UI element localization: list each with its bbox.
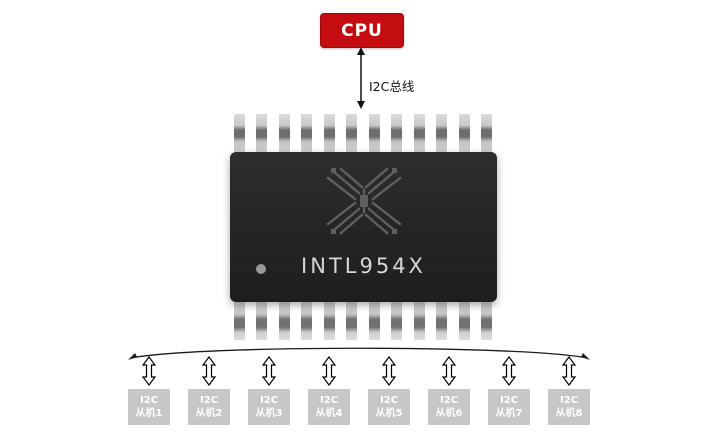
chip-pin <box>458 302 470 340</box>
chip-body: INTL954X <box>230 152 497 302</box>
cpu-label: CPU <box>341 20 383 41</box>
chip-pin <box>368 302 380 340</box>
double-arrow-icon <box>322 356 336 386</box>
chip-pin <box>301 302 313 340</box>
slave-box-4: I2C 从机4 <box>308 389 350 425</box>
bus-connector-line <box>128 347 590 360</box>
chip-pin <box>413 302 425 340</box>
slave-box-8: I2C 从机8 <box>548 389 590 425</box>
slave-cell-5: I2C 从机5 <box>368 356 410 425</box>
slave-label-line2: 从机2 <box>195 408 223 419</box>
slave-box-7: I2C 从机7 <box>488 389 530 425</box>
slave-label-line1: I2C <box>379 395 399 406</box>
slave-box-1: I2C 从机1 <box>128 389 170 425</box>
slave-label-line1: I2C <box>319 395 339 406</box>
slave-label-line2: 从机7 <box>495 408 523 419</box>
slave-cell-2: I2C 从机2 <box>188 356 230 425</box>
slave-label-line1: I2C <box>259 395 279 406</box>
chip-pin <box>436 114 448 152</box>
cpu-box: CPU <box>320 13 404 48</box>
slave-cell-3: I2C 从机3 <box>248 356 290 425</box>
slave-cell-6: I2C 从机6 <box>428 356 470 425</box>
chip-pin <box>480 302 492 340</box>
double-arrow-icon <box>262 356 276 386</box>
slave-label-line2: 从机4 <box>315 408 343 419</box>
cpu-chip-arrow-icon <box>357 47 365 109</box>
slave-label-line2: 从机8 <box>555 408 583 419</box>
slave-box-3: I2C 从机3 <box>248 389 290 425</box>
chip-pin <box>413 114 425 152</box>
chip-label: INTL954X <box>301 254 426 278</box>
chip-pin <box>458 114 470 152</box>
chip-pin <box>323 302 335 340</box>
double-arrow-icon <box>562 356 576 386</box>
chip-pin <box>346 114 358 152</box>
slave-box-5: I2C 从机5 <box>368 389 410 425</box>
chip-pin <box>278 302 290 340</box>
pin1-indicator <box>256 264 266 274</box>
chip-pin <box>278 114 290 152</box>
chip-bottom-pins <box>234 302 492 340</box>
chip-pin <box>346 302 358 340</box>
slave-cell-4: I2C 从机4 <box>308 356 350 425</box>
slave-label-line1: I2C <box>139 395 159 406</box>
chip-top-pins <box>234 114 492 152</box>
slave-cell-8: I2C 从机8 <box>548 356 590 425</box>
chip-pin <box>391 114 403 152</box>
slave-label-line1: I2C <box>559 395 579 406</box>
chip-pin <box>480 114 492 152</box>
chip-pin <box>256 302 268 340</box>
slave-box-6: I2C 从机6 <box>428 389 470 425</box>
slave-row: I2C 从机1 I2C 从机2 I2C 从机3 <box>128 356 590 425</box>
slave-cell-7: I2C 从机7 <box>488 356 530 425</box>
chip-pin <box>234 302 245 340</box>
i2c-bus-label: I2C总线 <box>369 79 415 94</box>
chip-pin <box>256 114 268 152</box>
slave-label-line2: 从机3 <box>255 408 283 419</box>
chip-pin <box>234 114 245 152</box>
chip-pin <box>368 114 380 152</box>
double-arrow-icon <box>442 356 456 386</box>
slave-label-line1: I2C <box>439 395 459 406</box>
chip-pin <box>323 114 335 152</box>
double-arrow-icon <box>202 356 216 386</box>
slave-label-line2: 从机6 <box>435 408 463 419</box>
chip-pin <box>391 302 403 340</box>
double-arrow-icon <box>502 356 516 386</box>
slave-label-line1: I2C <box>199 395 219 406</box>
slave-cell-1: I2C 从机1 <box>128 356 170 425</box>
chip-pin <box>436 302 448 340</box>
chip-logo-icon <box>326 167 402 235</box>
slave-box-2: I2C 从机2 <box>188 389 230 425</box>
slave-label-line2: 从机5 <box>375 408 403 419</box>
chip-pin <box>301 114 313 152</box>
double-arrow-icon <box>382 356 396 386</box>
slave-label-line2: 从机1 <box>135 408 163 419</box>
slave-label-line1: I2C <box>499 395 519 406</box>
double-arrow-icon <box>142 356 156 386</box>
